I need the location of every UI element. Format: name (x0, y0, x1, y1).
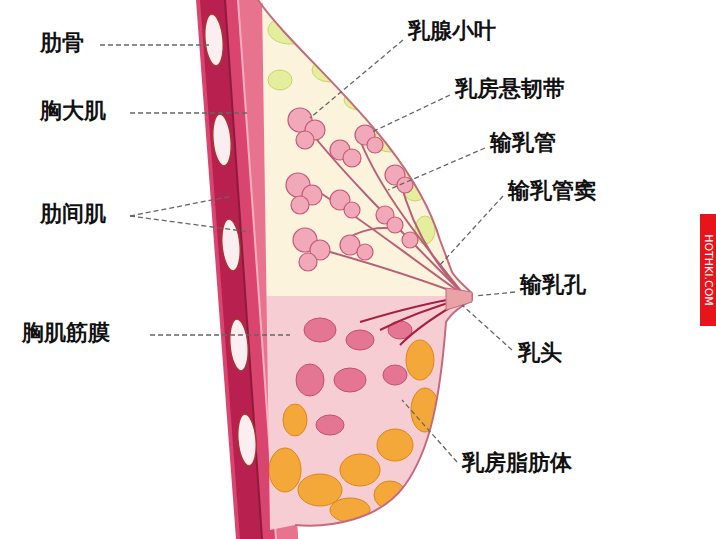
watermark: HOTHKI.COM (700, 214, 716, 326)
part-label: 胸大肌 (40, 98, 106, 124)
part-label: 胸肌筋膜 (22, 320, 110, 346)
part-label: 输乳管窦 (508, 178, 596, 204)
part-label: 乳房悬韧带 (455, 76, 565, 102)
part-label: 输乳孔 (520, 272, 586, 298)
part-label: 乳腺小叶 (408, 18, 496, 44)
part-label: 肋骨 (40, 30, 84, 56)
part-label: 乳头 (518, 340, 562, 366)
part-label: 输乳管 (490, 130, 556, 156)
part-label: 肋间肌 (40, 201, 106, 227)
part-label: 乳房脂肪体 (462, 450, 572, 476)
